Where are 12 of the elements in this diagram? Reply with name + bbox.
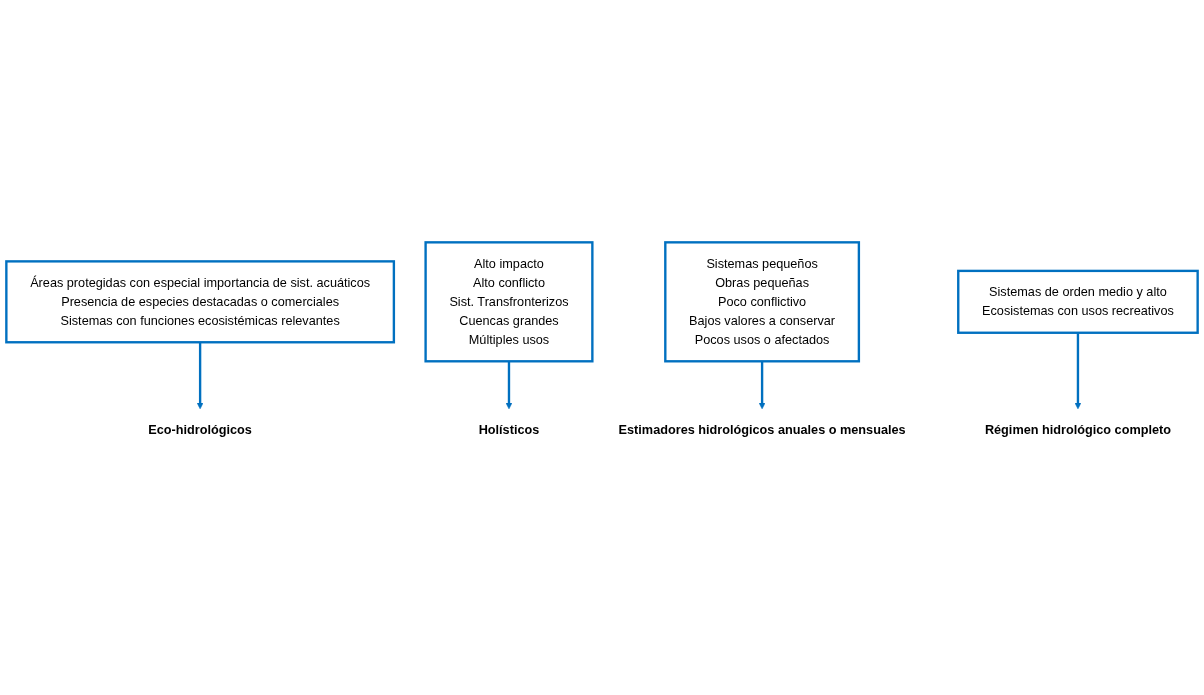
arrow (1074, 333, 1082, 410)
node-text: Régimen hidrológico completo (984, 423, 1172, 438)
node-text: Estimadores hidrológicos anuales o mensuales (618, 423, 906, 438)
node-text: Eco-hidrológicos (148, 423, 252, 438)
arrow (758, 361, 766, 410)
node-text: Holísticos (478, 423, 540, 438)
node-box: Sistemas de orden medio y alto Ecosistemas con usos recreativos (957, 270, 1199, 335)
arrow (196, 342, 204, 410)
node-box: Sistemas pequeños Obras pequeñas Poco conflictivo Bajos valores a conservar Pocos usos o afectados (664, 241, 861, 363)
arrow (505, 361, 513, 410)
node-box: Áreas protegidas con especial importancia de sist. acuáticos Presencia de especies destacadas o comerciales Sistemas con funciones ecosistémicas relevantes (5, 260, 396, 344)
node-box: Alto impacto Alto conflicto Sist. Transfronterizos Cuencas grandes Múltiples usos (424, 241, 594, 363)
